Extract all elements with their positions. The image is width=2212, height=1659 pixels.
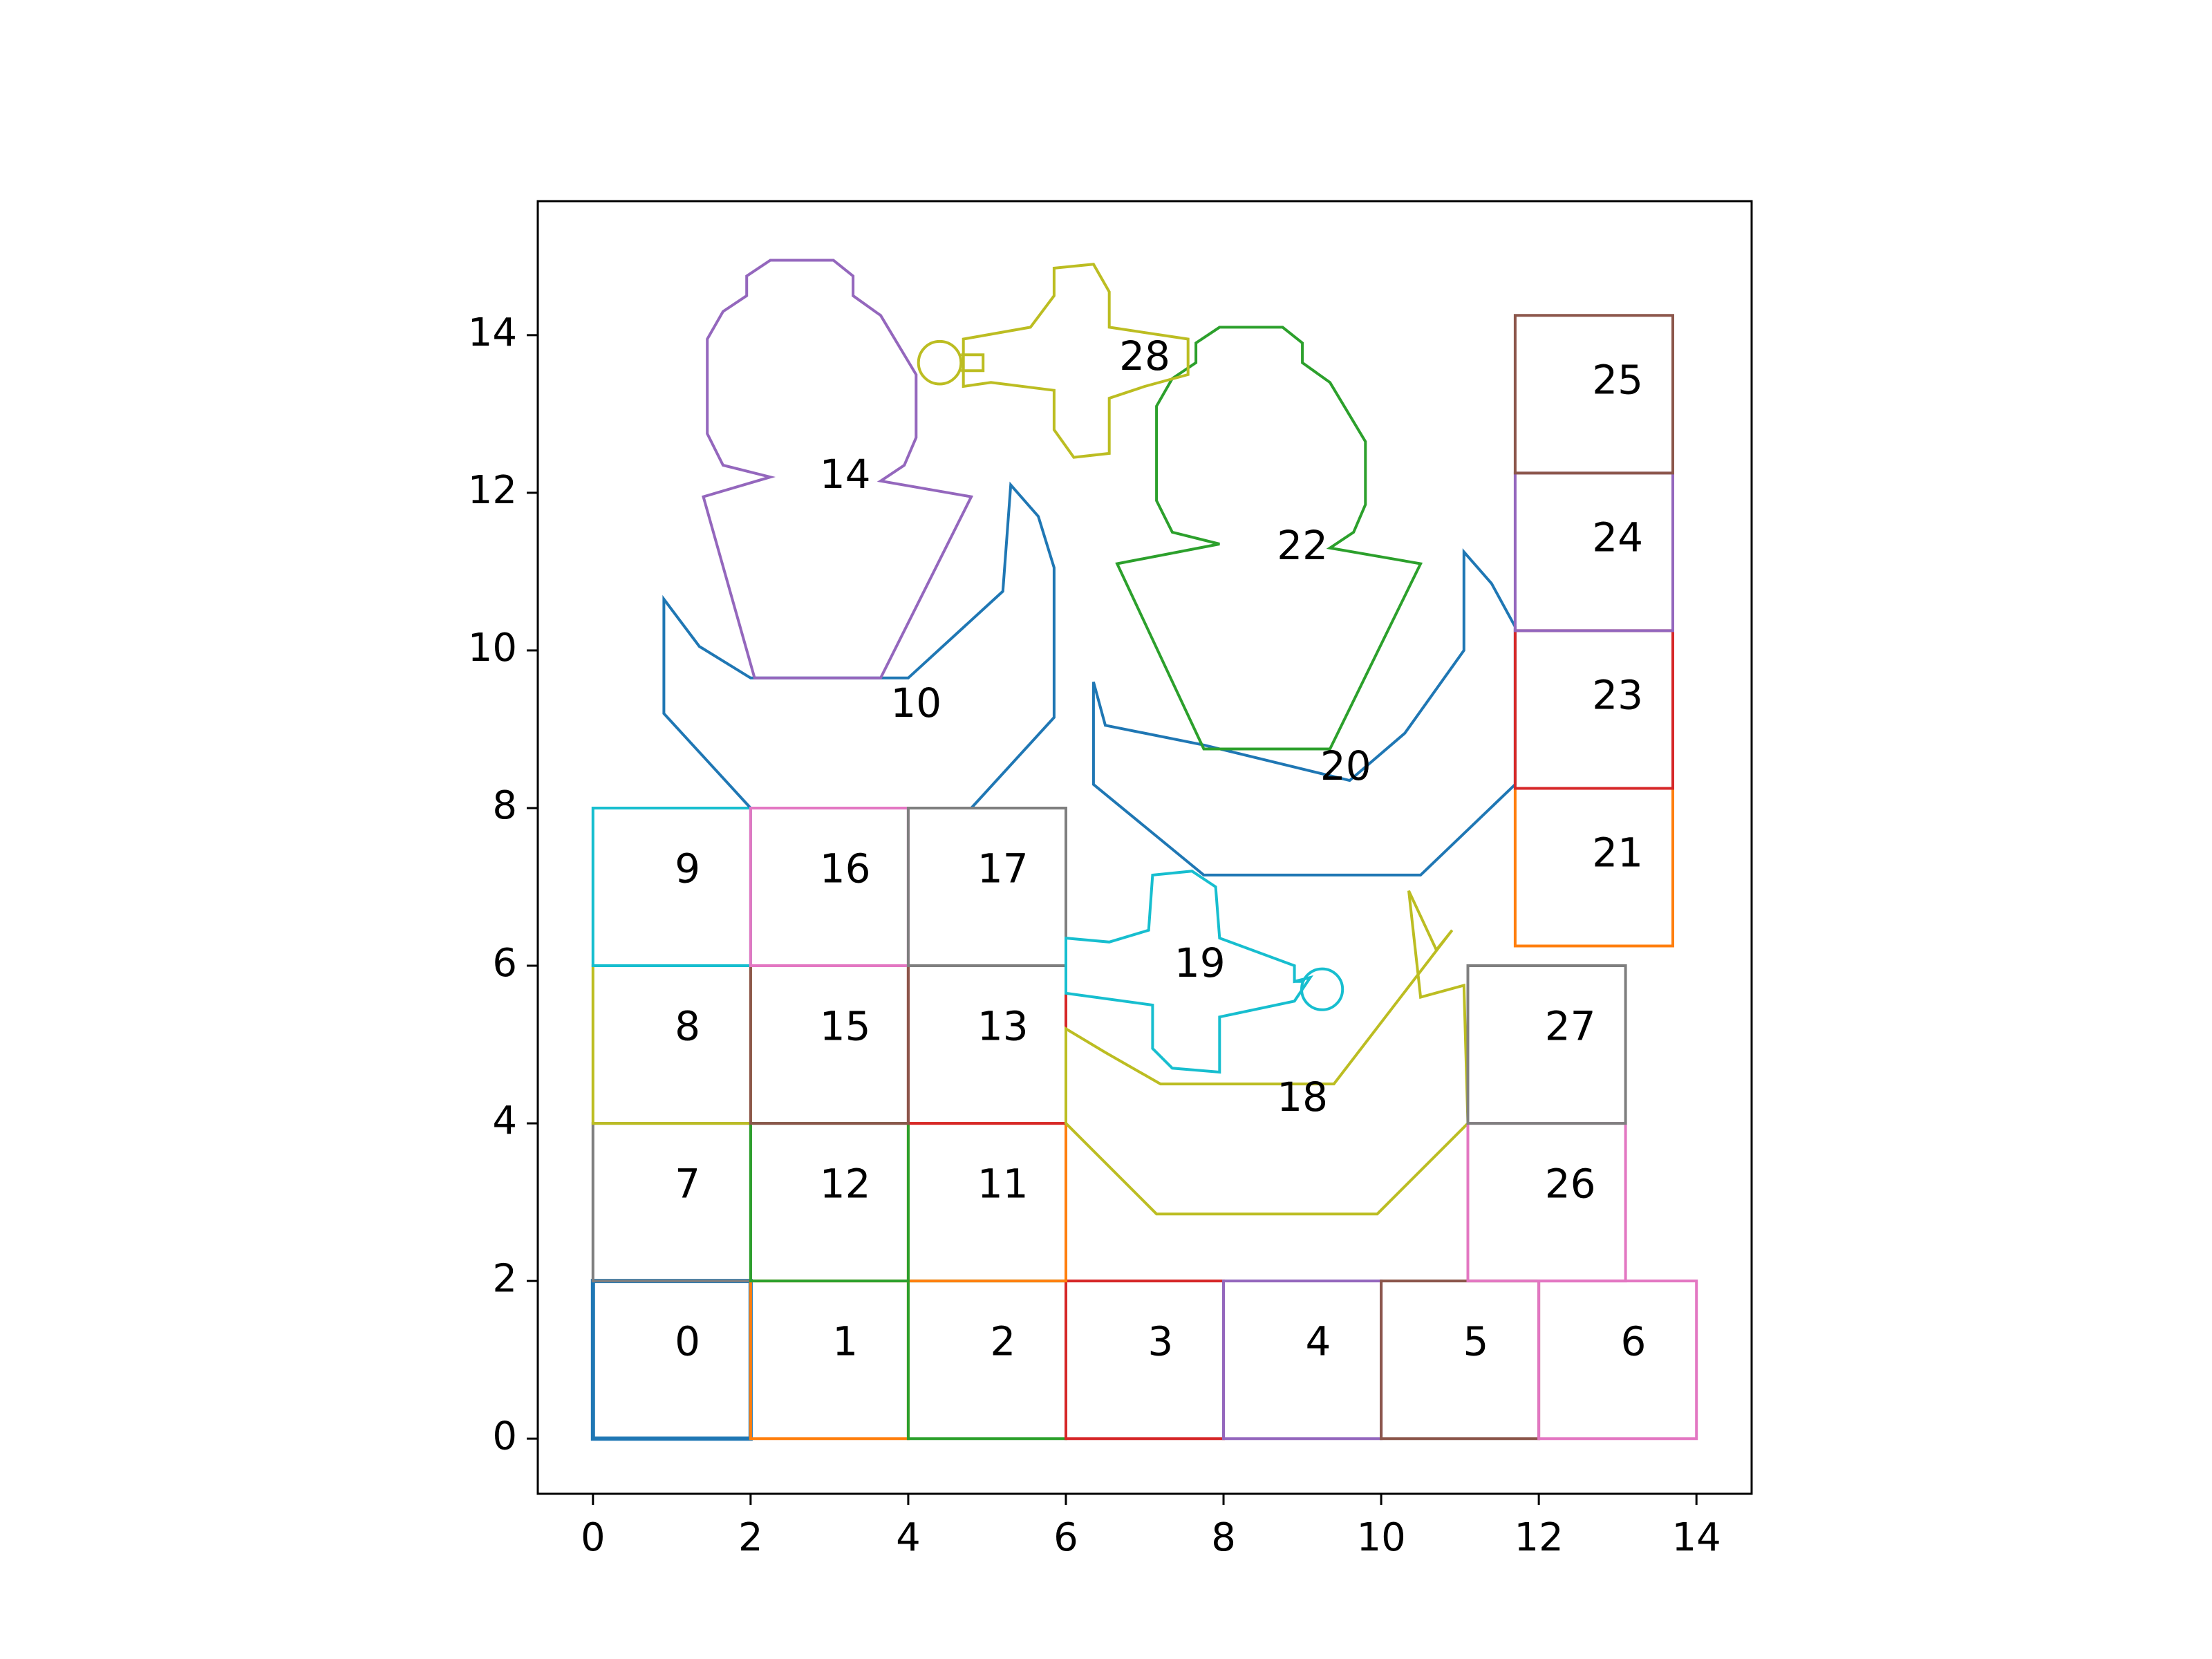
shape-4-label: 4 (1305, 1318, 1331, 1365)
y-tick-label: 6 (492, 941, 517, 986)
shape-28-connector (961, 353, 985, 373)
shape-22-label: 22 (1277, 522, 1328, 569)
shape-16-label: 16 (820, 845, 871, 892)
shape-2-label: 2 (990, 1318, 1015, 1365)
y-tick-label: 12 (468, 468, 517, 513)
x-tick-label: 4 (896, 1515, 921, 1560)
shape-7-outline (591, 1122, 752, 1283)
shape-0-outline (590, 1279, 753, 1441)
shape-3-label: 3 (1147, 1318, 1173, 1365)
shape-7-label: 7 (675, 1160, 700, 1207)
shape-10-outline (662, 481, 1056, 809)
x-tick-label: 2 (738, 1515, 763, 1560)
x-tick-label: 12 (1514, 1515, 1563, 1560)
shape-21-label: 21 (1592, 830, 1643, 877)
shape-18-label: 18 (1277, 1074, 1328, 1121)
y-tick-label: 10 (468, 626, 517, 671)
shape-marks (590, 259, 1698, 1441)
shape-26-label: 26 (1545, 1160, 1596, 1207)
shape-27-label: 27 (1545, 1002, 1596, 1049)
shape-22-outline (1115, 326, 1423, 751)
shape-19-knob (1300, 967, 1344, 1011)
y-tick-label: 4 (492, 1098, 517, 1143)
y-tick-label: 0 (492, 1414, 517, 1459)
x-tick-label: 0 (581, 1515, 606, 1560)
x-axis: 0 2 4 6 8 10 12 14 (581, 1494, 1721, 1560)
shape-27-outline (1466, 964, 1627, 1125)
shape-2-outline (906, 1280, 1067, 1441)
y-axis: 0 2 4 6 8 10 12 14 (468, 310, 538, 1459)
shape-28-outline (962, 263, 1190, 459)
shape-13-label: 13 (977, 1002, 1029, 1049)
axes-frame (536, 200, 1753, 1495)
shape-12-label: 12 (820, 1160, 871, 1207)
shape-25-label: 25 (1592, 356, 1643, 403)
shape-19-outline (1065, 870, 1314, 1074)
shape-8-label: 8 (675, 1002, 700, 1049)
y-tick-label: 14 (468, 310, 517, 355)
shape-14-outline (702, 259, 974, 679)
shape-5-label: 5 (1463, 1318, 1488, 1365)
x-tick-label: 10 (1356, 1515, 1405, 1560)
shape-9-outline (591, 807, 752, 967)
shape-9-label: 9 (675, 845, 700, 892)
shape-20-label: 20 (1320, 742, 1371, 789)
shape-14-label: 14 (820, 451, 871, 498)
y-tick-label: 8 (492, 783, 517, 828)
shape-17-outline (906, 807, 1067, 967)
x-tick-label: 14 (1672, 1515, 1721, 1560)
shape-18-outline (1065, 890, 1470, 1216)
shape-6-outline (1537, 1280, 1698, 1441)
shape-1-outline (749, 1280, 910, 1441)
y-tick-label: 2 (492, 1256, 517, 1301)
shape-24-label: 24 (1592, 514, 1643, 561)
shape-28-label: 28 (1119, 332, 1170, 379)
shape-17-label: 17 (977, 845, 1029, 892)
shape-25-outline (1513, 314, 1674, 475)
shape-8-outline (591, 964, 752, 1125)
shape-20-outline (1091, 548, 1517, 877)
shape-4-outline (1222, 1280, 1383, 1441)
shape-0-label: 0 (675, 1318, 700, 1365)
x-tick-label: 8 (1211, 1515, 1236, 1560)
x-tick-label: 6 (1053, 1515, 1078, 1560)
shape-23-label: 23 (1592, 672, 1643, 719)
shape-1-label: 1 (832, 1318, 858, 1365)
shape-3-outline (1065, 1280, 1225, 1441)
shape-28-knob (917, 339, 963, 386)
shape-15-label: 15 (820, 1002, 871, 1049)
shape-5-outline (1380, 1280, 1541, 1441)
shape-6-label: 6 (1621, 1318, 1647, 1365)
shape-19-label: 19 (1174, 939, 1226, 986)
shape-11-label: 11 (977, 1160, 1029, 1207)
shape-10-label: 10 (890, 679, 941, 727)
